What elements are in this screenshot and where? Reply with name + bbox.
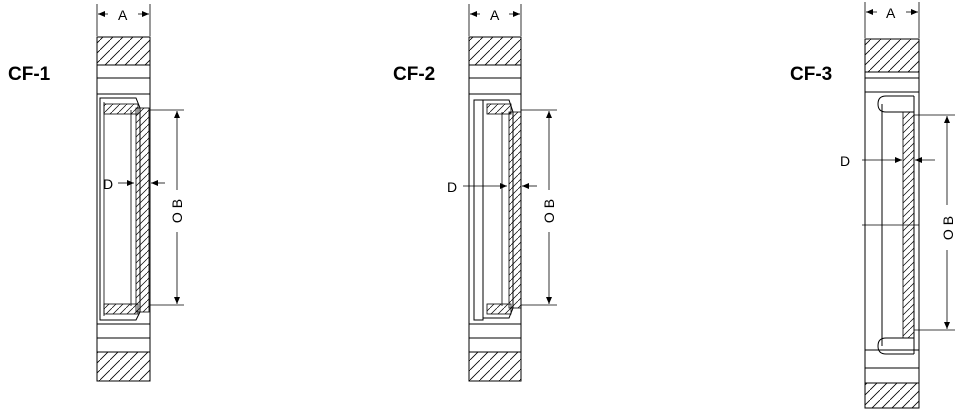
dimension-b: O B (914, 114, 955, 331)
dimension-a-label: A (886, 5, 896, 21)
dimension-b: O B (521, 109, 557, 306)
figure-title: CF-1 (8, 64, 51, 85)
dimension-a-label: A (118, 7, 128, 23)
dimension-b-label: O B (541, 199, 557, 223)
dimension-d-label: D (103, 176, 113, 192)
dimension-a: A (468, 4, 522, 36)
flange-body (864, 38, 920, 409)
figure-cf1: CF-1 A D (8, 4, 185, 382)
dimension-b: O B (150, 109, 185, 306)
dimension-b-label: O B (169, 199, 185, 223)
figure-title: CF-2 (393, 64, 435, 85)
dimension-d: D (103, 176, 165, 192)
dimension-d: D (447, 179, 537, 195)
figure-cf3: CF-3 A D (790, 2, 955, 409)
dimension-d-label: D (840, 153, 850, 169)
flange-body (468, 36, 522, 382)
dimension-a: A (96, 4, 151, 36)
dimension-d-label: D (447, 179, 457, 195)
figure-cf2: CF-2 A D (393, 4, 557, 382)
dimension-b-label: O B (940, 216, 955, 240)
dimension-a: A (864, 2, 920, 38)
dimension-d: D (840, 153, 935, 226)
dimension-a-label: A (490, 7, 500, 23)
figure-title: CF-3 (790, 64, 832, 85)
flange-body (96, 36, 151, 382)
